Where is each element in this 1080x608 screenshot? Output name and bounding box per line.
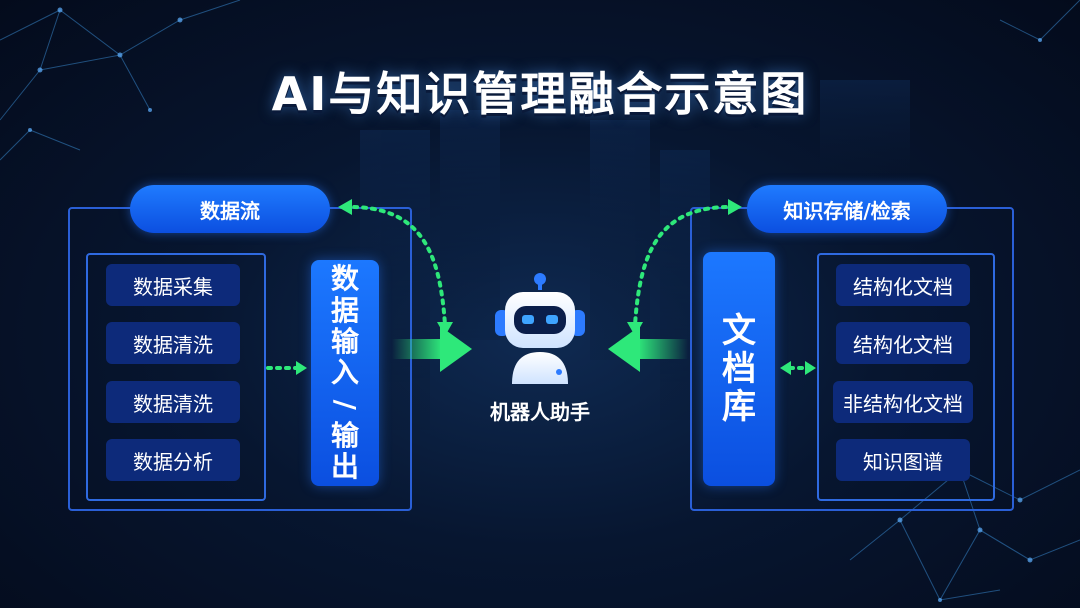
big-arrow-left xyxy=(608,326,688,372)
dotted-connector-left-curve xyxy=(338,199,453,336)
dotted-connector-right-curve xyxy=(627,199,742,336)
robot-icon xyxy=(495,273,585,384)
robot-label: 机器人助手 xyxy=(440,396,640,425)
big-arrow-right xyxy=(392,326,472,372)
dotted-connector-right-short xyxy=(780,361,816,375)
dotted-connector-left-short xyxy=(268,361,307,375)
